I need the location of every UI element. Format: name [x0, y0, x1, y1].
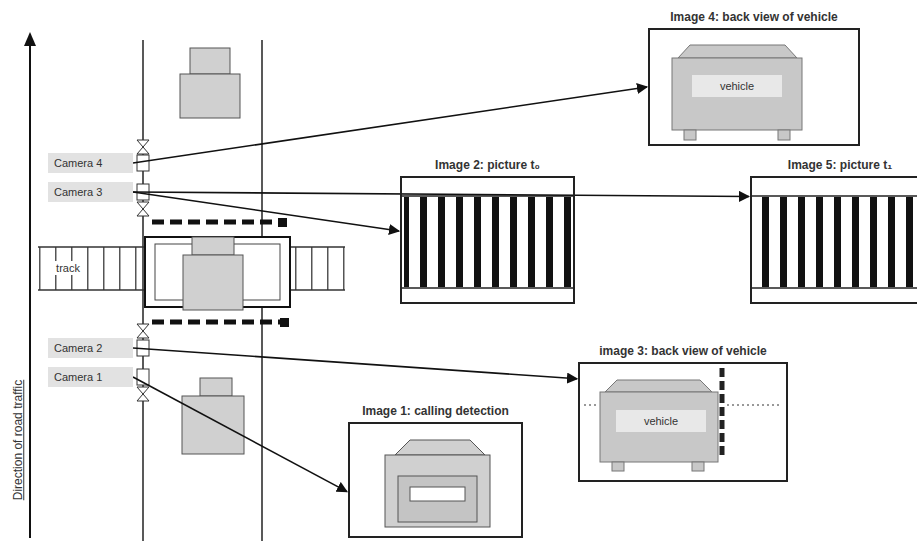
- axis-label: Direction of road traffic: [11, 380, 25, 501]
- camera-label: Camera 2: [48, 338, 133, 358]
- image-heading: Image 2: picture t₀: [435, 158, 540, 172]
- node-text: vehicle: [720, 80, 754, 92]
- view-arrow: [133, 192, 749, 196]
- node-text: Camera 4: [54, 157, 102, 169]
- node-text: vehicle: [644, 415, 678, 427]
- vehicle-label: vehicle: [616, 410, 706, 432]
- node-text: Camera 1: [54, 371, 102, 383]
- camera-label: Camera 3: [48, 182, 133, 202]
- image-frame: image 3: back view of vehiclevehicle: [578, 362, 788, 482]
- camera-label: Camera 1: [48, 367, 133, 387]
- node-text: Camera 3: [54, 186, 102, 198]
- camera-label: Camera 4: [48, 153, 133, 173]
- view-arrow: [133, 192, 399, 231]
- image-heading: Image 5: picture t₁: [788, 158, 892, 172]
- image-frame: Image 5: picture t₁: [750, 176, 917, 304]
- view-arrow: [133, 87, 647, 163]
- image-frame: Image 1: calling detection: [348, 422, 523, 538]
- vehicle-label: vehicle: [692, 75, 782, 97]
- image-frame: Image 4: back view of vehiclevehicle: [648, 28, 860, 146]
- image-heading: image 3: back view of vehicle: [599, 344, 766, 358]
- track-label: track: [52, 261, 84, 275]
- node-text: Camera 2: [54, 342, 102, 354]
- image-heading: Image 4: back view of vehicle: [670, 10, 837, 24]
- view-arrow: [133, 348, 577, 379]
- view-arrow: [133, 377, 347, 492]
- image-frame: Image 2: picture t₀: [400, 176, 575, 304]
- image-heading: Image 1: calling detection: [362, 404, 509, 418]
